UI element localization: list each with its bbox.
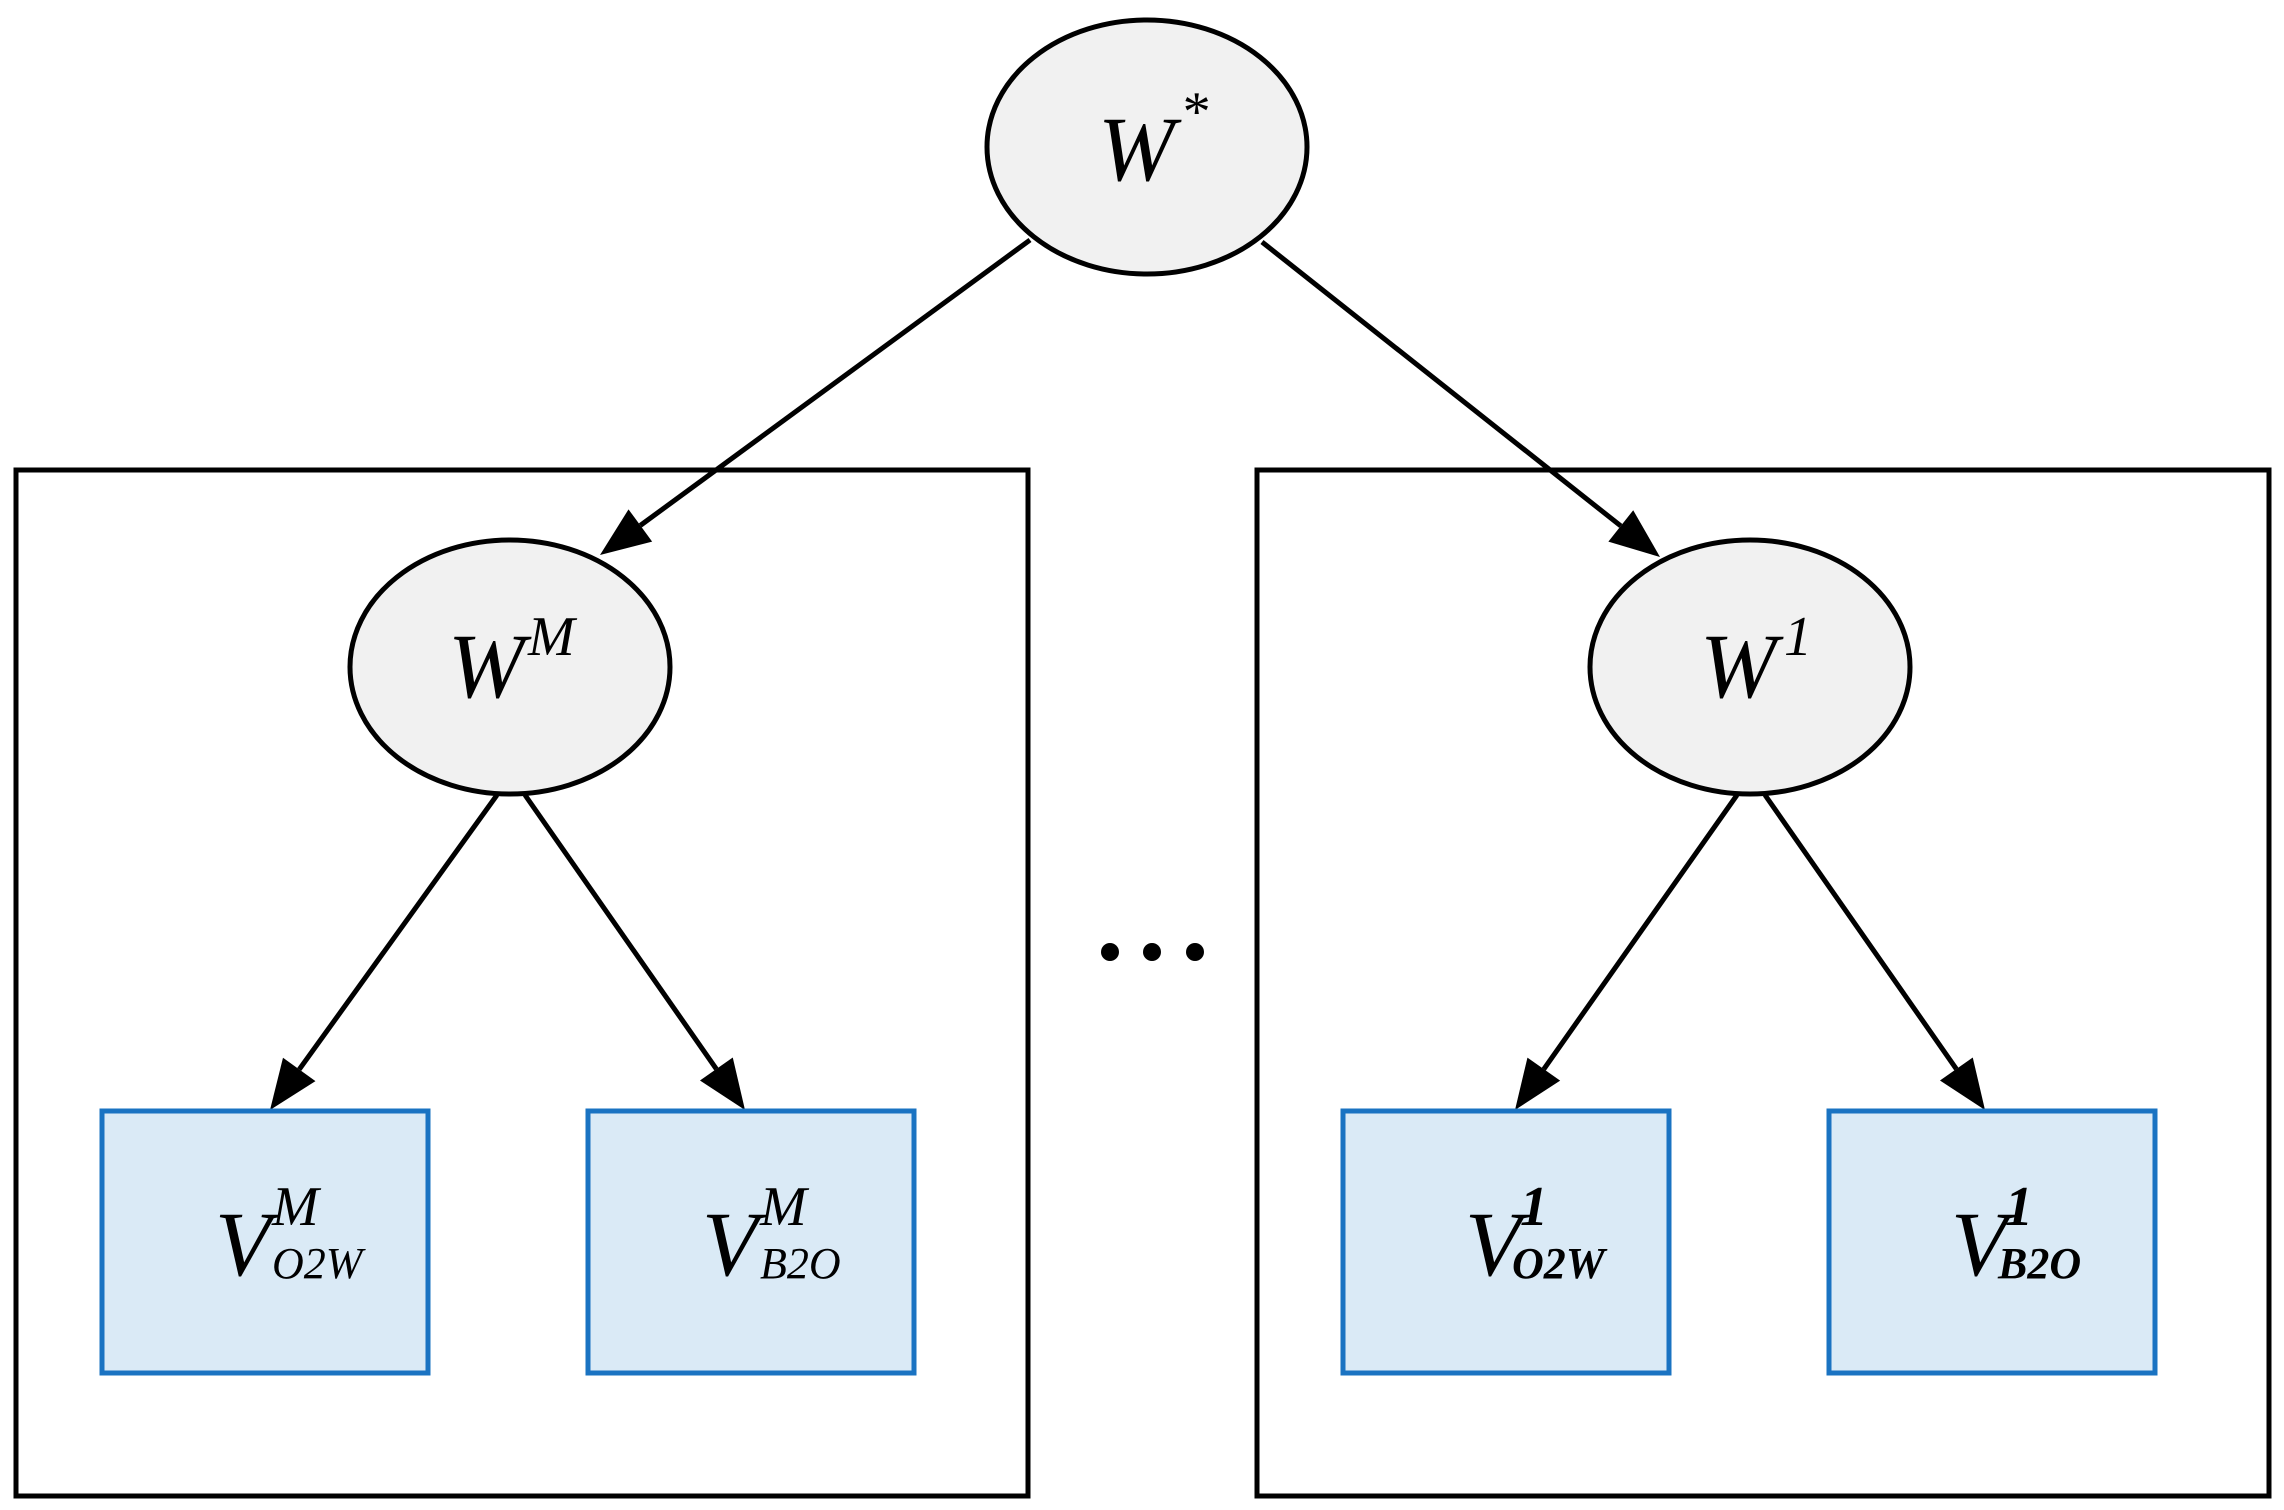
- right-leaf-o2w-subscript: O2W: [1512, 1239, 1608, 1288]
- right-parent-symbol: W: [1700, 615, 1784, 717]
- ellipsis-dots: [1101, 943, 1204, 961]
- edges-group: [270, 237, 1985, 1110]
- edge-right-parent-to-b2o-arrowhead: [1939, 1057, 1985, 1110]
- right-leaf-b2o-symbol: V: [1951, 1193, 2017, 1295]
- left-parent-ellipse: [347, 537, 673, 797]
- left-leaf-o2w-box: [99, 1108, 431, 1376]
- right-parent-superscript: 1: [1784, 606, 1812, 668]
- right-plate: [1254, 467, 2272, 1499]
- edge-left-parent-to-b2o-arrowhead: [699, 1057, 745, 1110]
- edge-root-to-left-parent: [638, 237, 1032, 528]
- left-leaf-o2w-symbol: V: [215, 1193, 281, 1295]
- right-leaf-o2w-box: [1340, 1108, 1672, 1376]
- root-node-superscript: *: [1180, 81, 1208, 143]
- ellipsis-dot: [1101, 943, 1119, 961]
- left-leaf-b2o-box: [585, 1108, 917, 1376]
- root-node-symbol: W: [1098, 98, 1182, 200]
- edge-root-to-left-parent-arrowhead: [600, 509, 653, 555]
- root-node-ellipse: [984, 17, 1310, 277]
- edge-root-to-right-parent: [1260, 240, 1623, 528]
- ellipsis-dot: [1143, 943, 1161, 961]
- right-leaf-b2o-box: [1826, 1108, 2158, 1376]
- left-parent-node: W M: [347, 537, 673, 797]
- edge-right-parent-to-o2w-arrowhead: [1515, 1057, 1561, 1110]
- root-node: W *: [984, 17, 1310, 277]
- edge-root-to-right-parent-arrowhead: [1608, 510, 1660, 557]
- right-leaf-b2o-subscript: B2O: [1997, 1239, 2081, 1288]
- right-parent-ellipse: [1587, 537, 1913, 797]
- right-leaf-b2o-superscript: 1: [2005, 1176, 2033, 1238]
- right-leaf-o2w: V 1 O2W: [1340, 1108, 1672, 1376]
- left-leaf-o2w-superscript: M: [271, 1176, 322, 1238]
- left-leaf-o2w-subscript: O2W: [272, 1239, 366, 1288]
- left-leaf-o2w: V M O2W: [99, 1108, 431, 1376]
- right-leaf-b2o: V 1 B2O: [1826, 1108, 2158, 1376]
- left-leaf-b2o-symbol: V: [702, 1193, 768, 1295]
- edge-left-parent-to-o2w: [297, 793, 500, 1071]
- left-leaf-b2o-superscript: M: [759, 1176, 810, 1238]
- left-parent-symbol: W: [448, 615, 532, 717]
- left-leaf-b2o: V M B2O: [585, 1108, 917, 1376]
- edge-right-parent-to-o2w: [1541, 793, 1740, 1071]
- edge-left-parent-to-o2w-arrowhead: [270, 1057, 316, 1110]
- left-plate: [13, 467, 1031, 1499]
- ellipsis-dot: [1186, 943, 1204, 961]
- edge-right-parent-to-b2o: [1762, 793, 1959, 1071]
- left-parent-superscript: M: [527, 606, 578, 668]
- right-parent-node: W 1: [1587, 537, 1913, 797]
- edge-left-parent-to-b2o: [522, 793, 719, 1071]
- right-leaf-o2w-superscript: 1: [1520, 1176, 1548, 1238]
- left-leaf-b2o-subscript: B2O: [760, 1239, 841, 1288]
- right-leaf-o2w-symbol: V: [1465, 1193, 1531, 1295]
